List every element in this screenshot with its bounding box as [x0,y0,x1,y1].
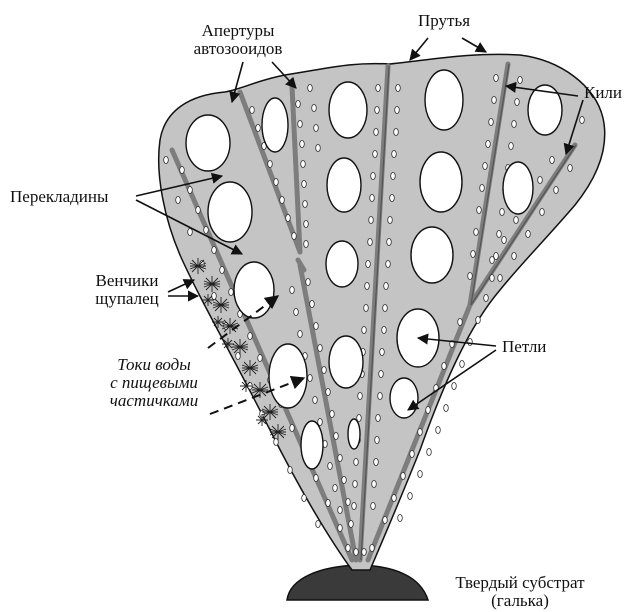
branches-label: Прутья [418,12,470,30]
apertures-label-line2: автозооидов [178,40,298,58]
substrate-label-line1: Твердый субстрат [430,574,610,592]
crossbars-label: Перекладины [10,188,108,206]
tentacle-crowns-label-line1: Венчики [84,272,170,290]
apertures-label: Апертуры автозооидов [178,22,298,58]
loops-label: Петли [502,338,546,356]
substrate-label-line2: (галька) [430,592,610,610]
substrate-label: Твердый субстрат (галька) [430,574,610,610]
water-currents-label: Токи воды с пищевыми частичками [94,356,214,410]
water-currents-label-line2: с пищевыми [94,374,214,392]
tentacle-crowns-label-line2: щупалец [84,290,170,308]
apertures-label-line1: Апертуры [178,22,298,40]
water-currents-label-line3: частичками [94,392,214,410]
water-currents-label-line1: Токи воды [94,356,214,374]
keels-label: Кили [584,84,622,102]
tentacle-crowns-label: Венчики щупалец [84,272,170,308]
